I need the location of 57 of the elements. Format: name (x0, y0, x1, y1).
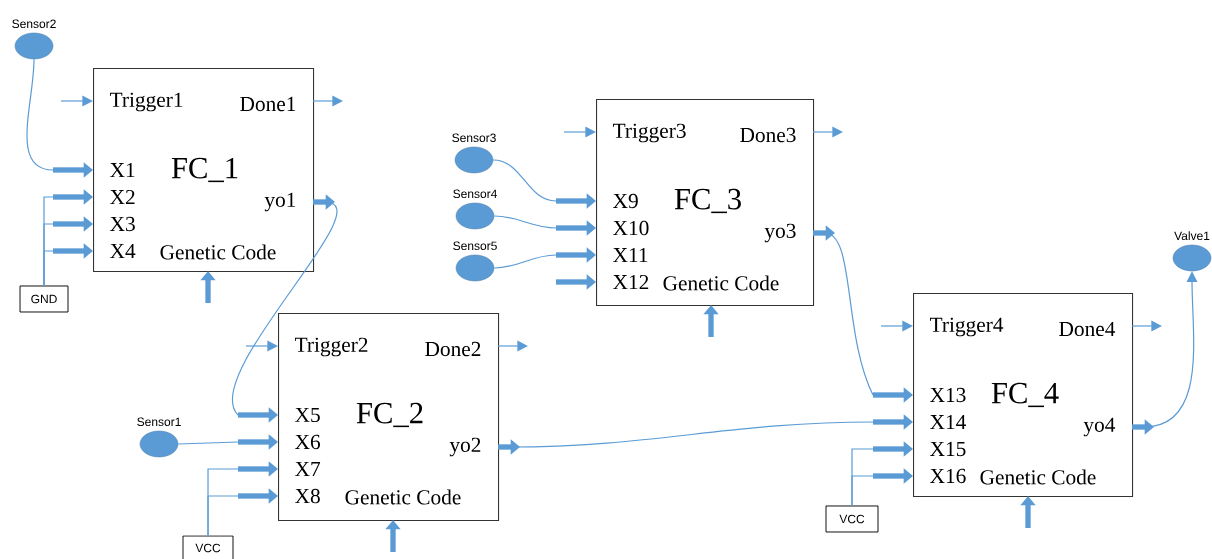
supply-box: VCC (825, 505, 879, 533)
done-label: Done1 (240, 96, 296, 112)
node-label: Sensor1 (137, 417, 181, 427)
arrow (812, 126, 843, 138)
input-label: X6 (295, 434, 321, 450)
node-label: Sensor2 (12, 19, 56, 29)
block-title: FC_2 (356, 402, 423, 428)
input-label: X13 (930, 387, 966, 403)
input-label: X15 (930, 441, 966, 457)
arrow (245, 340, 278, 352)
node-label: Sensor5 (453, 241, 497, 251)
input-label: X7 (295, 462, 321, 476)
input-label: X11 (613, 247, 648, 263)
input-label: X14 (930, 414, 966, 430)
output-label: yo2 (449, 437, 481, 457)
supply-box: VCC (182, 535, 234, 559)
output-label: yo1 (264, 192, 296, 212)
connector-arrow (493, 247, 596, 269)
connector-arrow (207, 488, 278, 537)
code-label: Genetic Code (160, 244, 276, 260)
code-label: Genetic Code (980, 469, 1096, 485)
output-label: yo3 (764, 223, 796, 243)
done-label: Done3 (740, 127, 796, 143)
code-label: Genetic Code (663, 275, 779, 291)
done-label: Done2 (425, 341, 481, 357)
trigger-label: Trigger3 (613, 123, 686, 143)
arrow (60, 95, 93, 107)
code-label: Genetic Code (345, 489, 461, 505)
connector-arrow (851, 468, 913, 507)
connector-arrow (43, 243, 93, 287)
arrow (880, 320, 913, 332)
arrow (1131, 320, 1162, 332)
output-label: yo4 (1083, 417, 1116, 437)
input-label: X1 (110, 162, 135, 178)
input-label: X8 (295, 488, 320, 504)
input-label: X3 (110, 216, 135, 232)
input-label: X10 (613, 220, 649, 236)
input-label: X2 (110, 189, 135, 205)
arrow (312, 95, 343, 107)
trigger-label: Trigger4 (930, 317, 1004, 337)
trigger-label: Trigger2 (295, 337, 368, 357)
node-label: Sensor3 (452, 133, 496, 143)
input-label: X12 (613, 274, 649, 290)
node-label: Sensor4 (453, 189, 497, 199)
input-label: X5 (295, 407, 320, 423)
trigger-label: Trigger1 (110, 92, 183, 112)
input-label: X16 (930, 468, 966, 484)
node-label: Valve1 (1174, 231, 1210, 241)
block-title: FC_3 (674, 188, 741, 214)
arrow (497, 340, 528, 352)
arrow (563, 126, 596, 138)
input-label: X4 (110, 244, 136, 258)
supply-box: GND (19, 285, 69, 313)
block-title: FC_4 (991, 382, 1059, 408)
done-label: Done4 (1059, 321, 1116, 337)
block-title: FC_1 (171, 157, 238, 183)
input-label: X9 (613, 193, 638, 209)
